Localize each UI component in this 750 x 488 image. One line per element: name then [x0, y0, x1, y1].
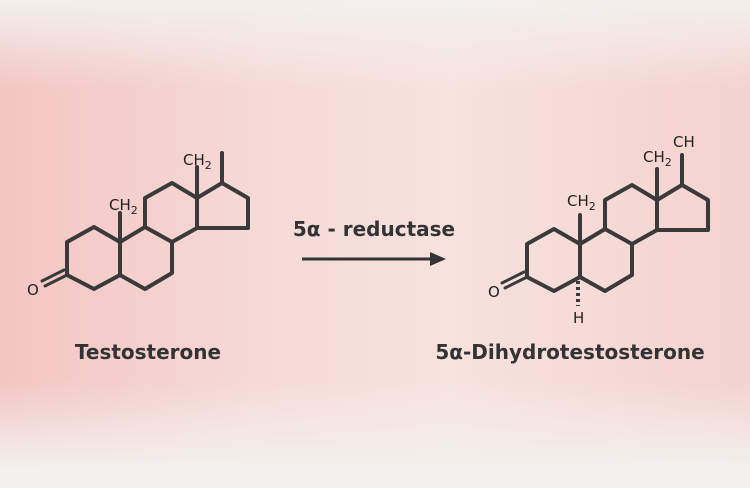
testosterone-structure: O CH2 CH2 — [27, 151, 250, 299]
methyl-label-c10: CH2 — [109, 196, 138, 217]
reaction-arrow — [302, 252, 446, 266]
methyl-label-c13: CH2 — [183, 151, 212, 172]
enzyme-label: 5α - reductase — [293, 217, 455, 241]
oxygen-label: O — [27, 281, 39, 299]
reactant-name: Testosterone — [75, 340, 221, 364]
methyl-label-c10: CH2 — [567, 192, 596, 213]
hydrogen-label: H — [573, 309, 584, 327]
product-name: 5α-Dihydrotestosterone — [435, 340, 704, 364]
oxygen-label: O — [488, 283, 500, 301]
dihydrotestosterone-structure: O H CH2 CH2 CH — [488, 133, 710, 327]
side-chain-label: CH — [673, 133, 695, 151]
methyl-label-c13: CH2 — [643, 148, 672, 169]
